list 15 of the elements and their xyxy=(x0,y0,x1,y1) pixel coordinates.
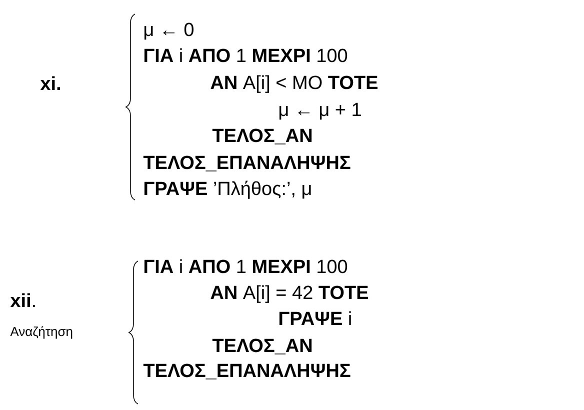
code-line: ΓΙΑ i ΑΠΟ 1 ΜΕΧΡΙ 100 xyxy=(144,48,348,62)
item-number: xii. xyxy=(10,293,35,307)
code-line: ΤΕΛΟΣ_ΕΠΑΝΑΛΗΨΗΣ xyxy=(143,156,350,172)
code-line: ΓΙΑ i ΑΠΟ 1 ΜΕΧΡΙ 100 xyxy=(144,259,348,274)
code-line: ΤΕΛΟΣ_ΕΠΑΝΑΛΗΨΗΣ xyxy=(143,364,350,380)
item-number: xi. xyxy=(40,76,60,90)
code-line: ΓΡΑΨΕ i xyxy=(279,311,351,325)
code-line: ΑΝ A[i] = 42 ΤΟΤΕ xyxy=(210,285,368,303)
code-line: ΤΕΛΟΣ_ΑΝ xyxy=(212,338,312,354)
code-line: ΤΕΛΟΣ_ΑΝ xyxy=(212,128,312,144)
item-caption: Αναζήτηση xyxy=(10,326,72,339)
code-line: μ ← 0 xyxy=(144,22,194,40)
code-line: μ ← μ + 1 xyxy=(280,102,361,120)
code-line: ΓΡΑΨΕ ’Πλήθος:’, μ xyxy=(144,180,311,199)
code-line: ΑΝ A[i] < ΜΟ ΤΟΤΕ xyxy=(210,75,378,93)
